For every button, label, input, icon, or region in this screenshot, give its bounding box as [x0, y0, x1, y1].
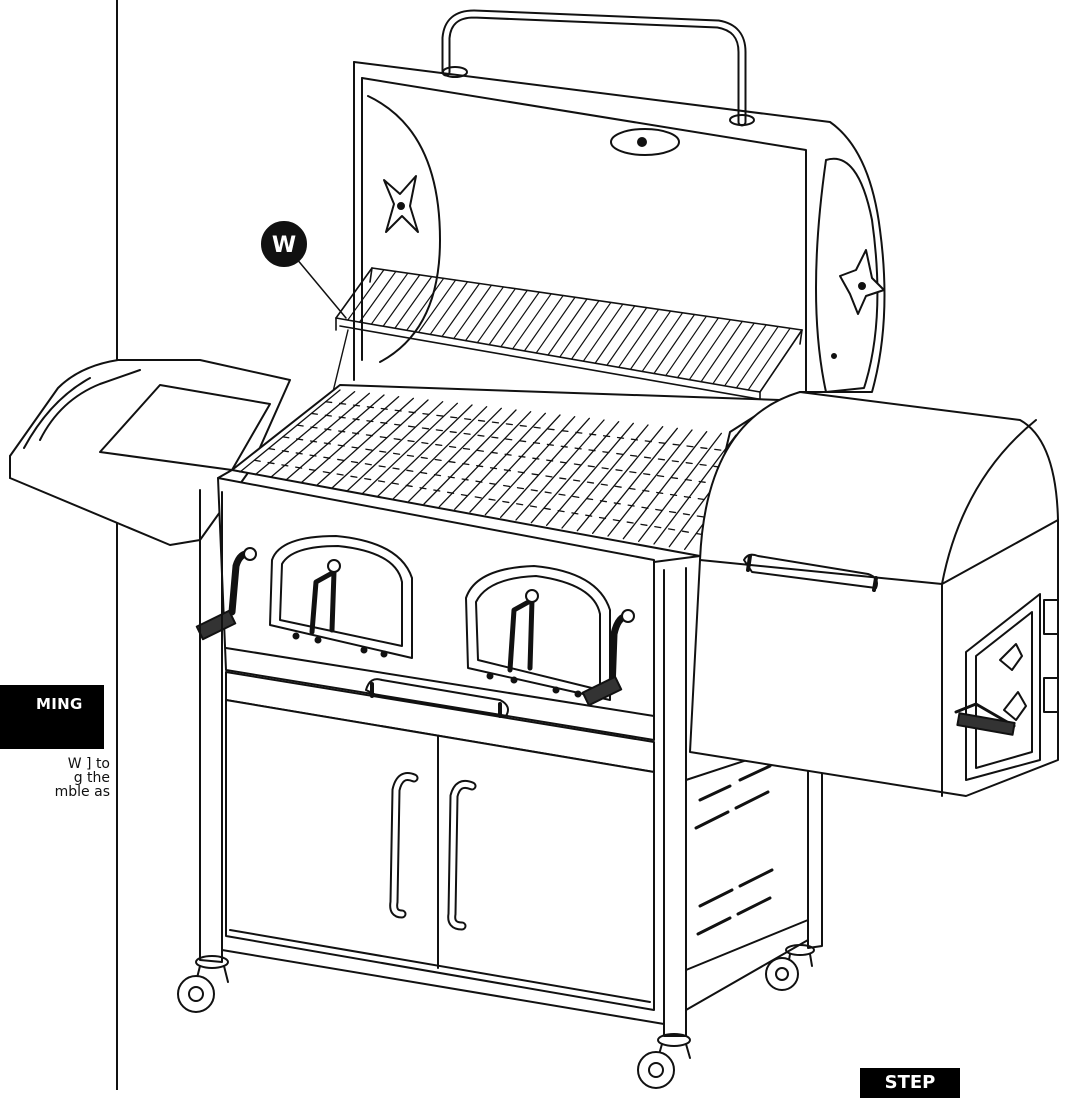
grate-bar [592, 427, 678, 534]
cabinet [225, 699, 655, 1011]
step-label-text: STEP [884, 1072, 936, 1093]
rack-bar [594, 305, 636, 364]
step-label: STEP [860, 1068, 960, 1098]
oven-door-right [465, 565, 611, 701]
grate-bar [300, 396, 400, 484]
rack-bar [370, 272, 409, 325]
callout-label: W [272, 233, 296, 258]
grate-crossbar [296, 424, 747, 489]
rack-bar [500, 291, 540, 348]
part-callout: W [261, 221, 347, 319]
rack-bar [464, 286, 504, 342]
rack-bar [700, 320, 743, 383]
warming-rack [329, 267, 803, 405]
rack-bar [665, 315, 708, 377]
rack-bar [382, 274, 421, 327]
rack-bar [394, 276, 433, 329]
grate-bar [392, 406, 488, 500]
grate-bar [423, 409, 517, 505]
grate-bar [530, 421, 620, 524]
grate-bar [408, 407, 502, 502]
grate-bar [331, 399, 429, 489]
grate-crossbar [325, 401, 770, 457]
rack-bar [676, 317, 719, 379]
section-header-text: MING [36, 695, 83, 713]
note-line: mble as [54, 784, 110, 799]
rack-bar [618, 308, 660, 368]
grate-bar [469, 414, 561, 513]
rack-bar [582, 303, 624, 362]
rack-bar [417, 279, 457, 333]
rack-bar [629, 310, 672, 370]
caster-wheel [177, 955, 229, 1013]
note-line: g the [73, 770, 110, 786]
column-divider [116, 0, 118, 1090]
instruction-note: W ] to g the mble as [0, 757, 110, 799]
warming-rack-bars [335, 267, 803, 393]
rack-bar [406, 277, 445, 331]
rack-bar [570, 301, 612, 360]
rack-bar [535, 296, 576, 354]
grate-bar [607, 429, 693, 537]
note-line: W ] to [67, 757, 110, 772]
rack-bar [335, 267, 373, 319]
grate-bar [638, 432, 722, 542]
rack-bar [641, 312, 684, 373]
grate-bar [254, 391, 356, 476]
ash-drawer [225, 647, 655, 773]
grate-bar [362, 402, 458, 494]
grate-bar [484, 416, 576, 516]
lid-handle [441, 9, 755, 127]
grate-bar [285, 394, 385, 481]
grate-bar [239, 389, 341, 473]
rack-bar [488, 289, 528, 346]
grate-crossbar [267, 447, 724, 521]
grate-bar [546, 422, 634, 526]
caster-wheel [637, 1033, 691, 1089]
grate-bar [500, 417, 590, 518]
grate-bar [515, 419, 605, 521]
grate-bar [454, 412, 546, 510]
rack-bar [523, 294, 564, 352]
section-header: MING [0, 685, 104, 749]
rack-bar [453, 284, 493, 340]
rack-bar [724, 324, 767, 387]
rack-bar [347, 269, 385, 321]
side-firebox [689, 391, 1059, 797]
firebox-handle-right [581, 609, 635, 707]
grate-bar [622, 431, 708, 540]
grate-bar [377, 404, 473, 497]
oven-door-left [269, 535, 413, 659]
grate-crossbar [282, 436, 735, 505]
grate-bar [438, 411, 532, 508]
rack-bar [547, 298, 588, 356]
grate-bar [576, 426, 664, 532]
grate-bar [316, 397, 414, 486]
rack-bar [735, 325, 779, 389]
rack-bar [759, 329, 803, 393]
rack-bar [712, 322, 755, 385]
rack-bar [512, 293, 552, 350]
rack-bar [747, 327, 791, 391]
rack-bar [653, 313, 696, 375]
grate-bar [561, 424, 649, 529]
rack-bar [688, 319, 731, 381]
rack-bar [441, 282, 481, 338]
grate-bar [270, 392, 370, 478]
grate-bar [653, 434, 737, 545]
rack-bar [606, 307, 648, 366]
firebox-handle-left [195, 547, 257, 641]
open-lid [353, 61, 886, 393]
rack-bar [358, 270, 397, 323]
rack-bar [476, 288, 516, 344]
caster-wheel [765, 944, 815, 991]
rack-bar [559, 300, 600, 358]
grate-bar [346, 401, 444, 492]
rack-bar [429, 281, 469, 336]
grate-crossbar [310, 412, 758, 473]
